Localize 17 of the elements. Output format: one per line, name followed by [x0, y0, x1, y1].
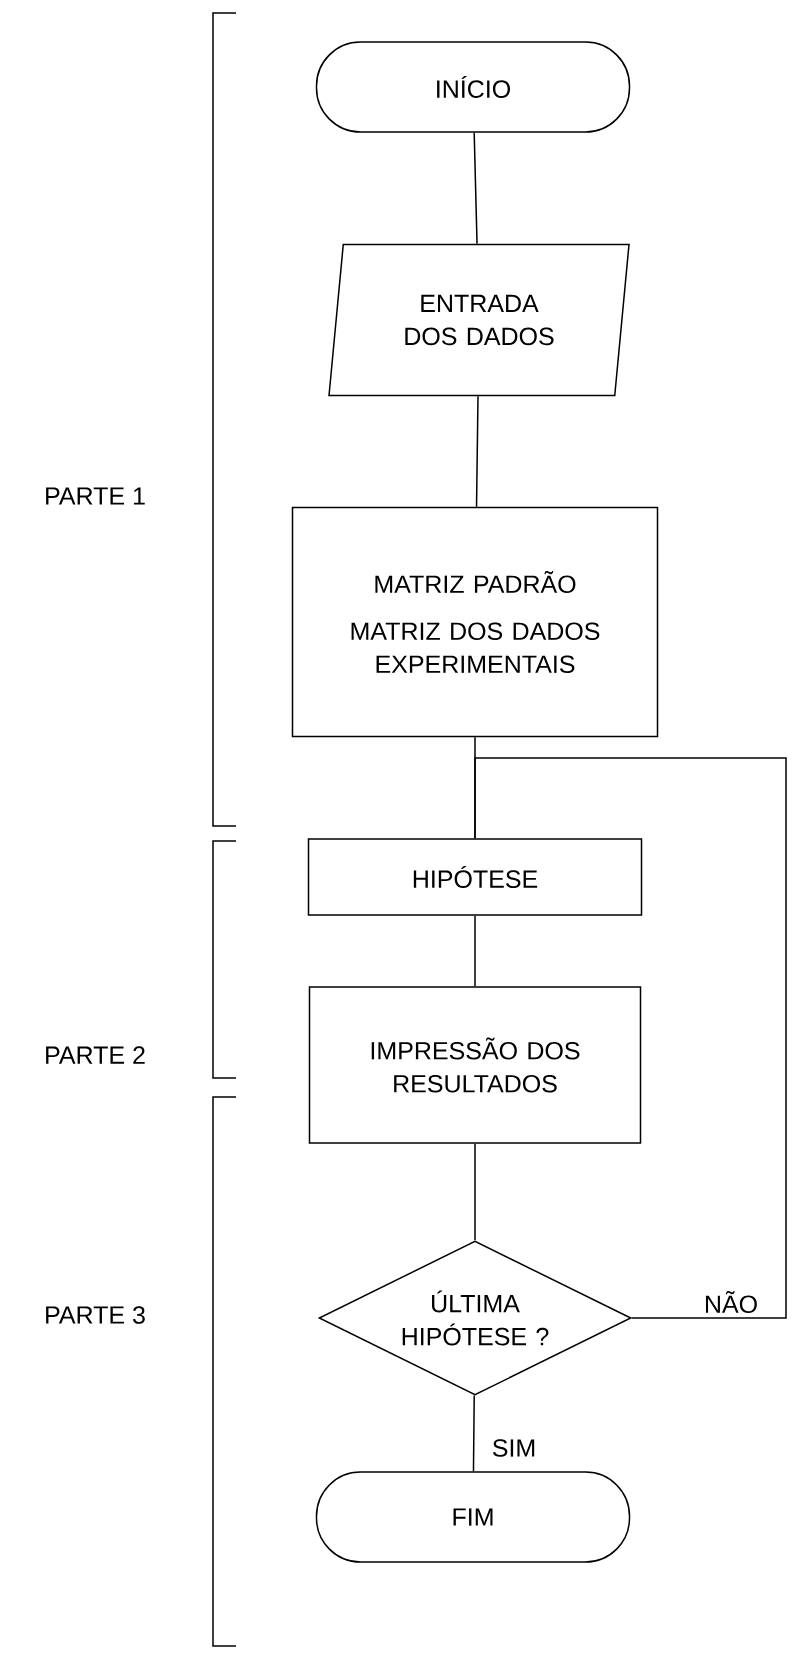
terminal-box: FIM — [315, 1471, 631, 1563]
edge-label: SIM — [492, 1439, 535, 1457]
edge-label: NÃO — [705, 1290, 757, 1314]
input-parallelogram: ENTRADA DOS DADOS — [328, 243, 630, 397]
connector-line — [472, 1394, 475, 1472]
terminal-box: INÍCIO — [315, 41, 631, 133]
process-box: MATRIZ PADRÃO MATRIZ DOS DADOS EXPERIMENTAIS — [291, 506, 659, 738]
section-label: PARTE 1 — [46, 487, 145, 505]
connector-line — [474, 915, 476, 987]
process-box: HIPÓTESE — [307, 838, 643, 916]
process-box: IMPRESSÃO DOS RESULTADOS — [308, 986, 642, 1144]
connector-line — [473, 132, 478, 245]
section-label: PARTE 2 — [46, 1046, 145, 1064]
connector-line — [474, 757, 787, 1319]
section-label: PARTE 3 — [46, 1306, 145, 1324]
connector-line — [474, 1143, 476, 1241]
connector-line — [475, 395, 479, 508]
